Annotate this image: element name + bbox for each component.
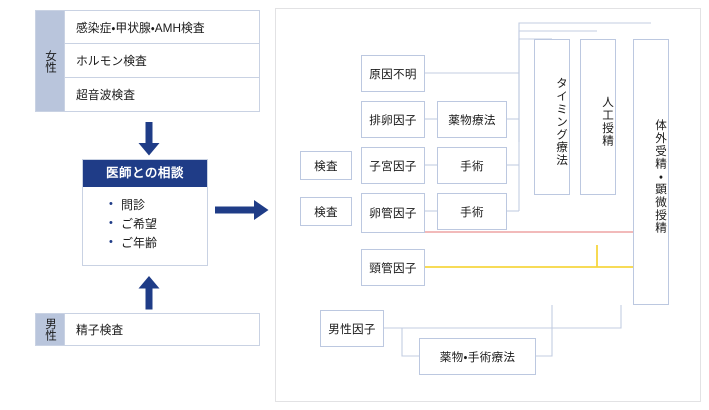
factor-unknown[interactable]: 原因不明 <box>361 55 425 92</box>
female-test-table: 女性 感染症・甲状腺・AMH検査 ホルモン検査 超音波検査 <box>35 10 260 112</box>
arrow-right-icon <box>215 200 269 225</box>
female-test-1: 感染症・甲状腺・AMH検査 <box>76 20 205 35</box>
consultation-card: 医師との相談 問診 ご希望 ご年齢 <box>82 159 208 266</box>
male-test-1: 精子検査 <box>76 323 124 337</box>
factor-cervical[interactable]: 頸管因子 <box>361 249 425 286</box>
factor-ovulatory[interactable]: 排卵因子 <box>361 101 425 138</box>
table-row: 感染症・甲状腺・AMH検査 <box>65 11 259 45</box>
list-item: 問診 <box>109 195 207 215</box>
table-row: 精子検査 <box>65 314 259 345</box>
outcome-timing-method[interactable]: タイミング療法 <box>534 39 570 195</box>
outcome-artificial-insemination[interactable]: 人工授精 <box>580 39 616 195</box>
treatment-surgery-tubal[interactable]: 手術 <box>437 193 507 230</box>
consultation-title: 医師との相談 <box>83 160 207 187</box>
exam-label-tubal[interactable]: 検査 <box>300 197 352 226</box>
female-test-2: ホルモン検査 <box>76 53 147 68</box>
male-gender-label-cell: 男性 <box>36 314 65 345</box>
factor-male[interactable]: 男性因子 <box>320 310 384 347</box>
list-item: ご年齢 <box>109 233 207 253</box>
female-gender-label-cell: 女性 <box>36 11 65 111</box>
female-test-3: 超音波検査 <box>76 87 135 102</box>
treatment-male[interactable]: 薬物・手術療法 <box>419 338 536 375</box>
female-gender-label: 女性 <box>44 49 57 73</box>
arrow-up-icon <box>138 276 160 315</box>
table-row: 超音波検査 <box>65 78 259 111</box>
treatment-medication[interactable]: 薬物療法 <box>437 101 507 138</box>
treatment-surgery-uterine[interactable]: 手術 <box>437 147 507 184</box>
male-test-table: 男性 精子検査 <box>35 313 260 346</box>
factor-uterine[interactable]: 子宮因子 <box>361 147 425 184</box>
treatment-flowchart-panel: 検査 検査 原因不明 排卵因子 子宮因子 卵管因子 頸管因子 男性因子 薬物療法… <box>275 8 701 402</box>
female-test-rows: 感染症・甲状腺・AMH検査 ホルモン検査 超音波検査 <box>65 11 259 111</box>
outcome-ivf-icsi[interactable]: 体外受精・顕微授精 <box>633 39 669 305</box>
table-row: ホルモン検査 <box>65 44 259 78</box>
arrow-down-icon <box>138 122 160 161</box>
list-item: ご希望 <box>109 214 207 234</box>
factor-tubal[interactable]: 卵管因子 <box>361 193 425 233</box>
male-gender-label: 男性 <box>44 318 57 341</box>
consultation-body: 問診 ご希望 ご年齢 <box>83 187 207 253</box>
exam-label-uterine[interactable]: 検査 <box>300 151 352 180</box>
